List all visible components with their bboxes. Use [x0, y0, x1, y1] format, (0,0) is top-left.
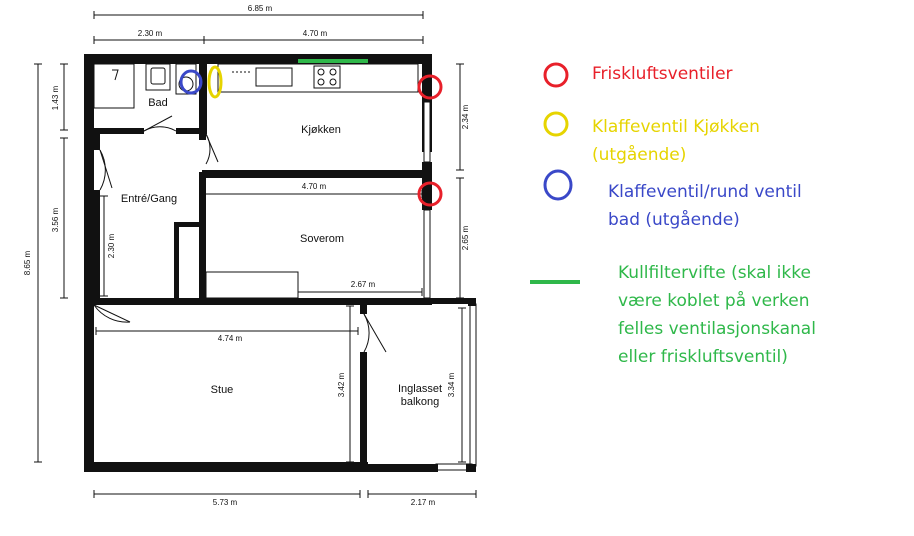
dimension-right-segments: [456, 63, 464, 299]
legend-blue-circle-icon: [543, 169, 573, 201]
dimension-bad-width: [93, 36, 424, 44]
balcony-corner-bottom: [466, 464, 476, 472]
label-bottom-left: 5.73 m: [213, 498, 238, 507]
marker-fresh-air-kitchen: [417, 74, 443, 100]
label-bad-height: 1.43 m: [51, 85, 60, 110]
label-soverom-closet: 2.67 m: [351, 280, 376, 289]
kitchen-counter: [217, 63, 419, 93]
door-swings: [93, 115, 387, 353]
legend-yellow-text: Klaffeventil Kjøkken (utgående): [592, 117, 760, 165]
label-overall-width: 6.85 m: [248, 4, 273, 13]
room-label-balkong-line2: balkong: [401, 396, 440, 408]
legend-red-circle-icon: [543, 62, 569, 88]
dimension-overall-height: [34, 63, 42, 463]
legend-yellow-circle-icon: [543, 111, 569, 137]
outer-walls: [84, 54, 476, 472]
dimension-corridor: [100, 195, 108, 297]
balcony-corner-top: [468, 298, 476, 306]
label-bad-width: 2.30 m: [138, 29, 163, 38]
label-stue-height: 3.42 m: [337, 372, 346, 397]
room-label-stue: Stue: [211, 384, 234, 396]
label-corridor: 2.30 m: [107, 233, 116, 258]
interior-walls: [94, 54, 432, 466]
room-label-kjokken: Kjøkken: [301, 124, 341, 136]
room-label-balkong-line1: Inglasset: [398, 383, 442, 395]
marker-fresh-air-soverom: [417, 181, 443, 207]
label-balkong-height: 3.34 m: [447, 372, 456, 397]
room-label-entre: Entré/Gang: [121, 193, 177, 205]
entre-left-wall: [94, 134, 100, 298]
soverom-closet: [203, 190, 423, 299]
marker-kitchen-valve: [207, 65, 223, 99]
legend-green-text: Kullfiltervifte (skal ikke være koblet p…: [618, 263, 816, 367]
label-kitchen-height: 2.34 m: [461, 104, 470, 129]
dimension-overall-width: [93, 11, 424, 19]
dimension-stue: [95, 305, 466, 463]
legend-blue-text: Klaffeventil/rund ventil bad (utgående): [608, 182, 802, 230]
label-soverom-height: 2.65 m: [461, 225, 470, 250]
balcony-bottom-wall: [368, 464, 438, 472]
dimension-left-segments: [60, 63, 68, 299]
room-label-soverom: Soverom: [300, 233, 344, 245]
marker-bad-valve: [179, 69, 203, 95]
label-overall-height: 8.65 m: [23, 250, 32, 275]
room-label-bad: Bad: [148, 97, 168, 109]
dimension-bottom: [93, 490, 477, 498]
label-entre-height: 3.56 m: [51, 207, 60, 232]
label-bottom-right: 2.17 m: [411, 498, 436, 507]
label-soverom-width: 4.70 m: [302, 182, 327, 191]
label-stue-width: 4.74 m: [218, 334, 243, 343]
label-kitchen-width: 4.70 m: [303, 29, 328, 38]
legend-red-text: Friskluftsventiler: [592, 64, 733, 84]
